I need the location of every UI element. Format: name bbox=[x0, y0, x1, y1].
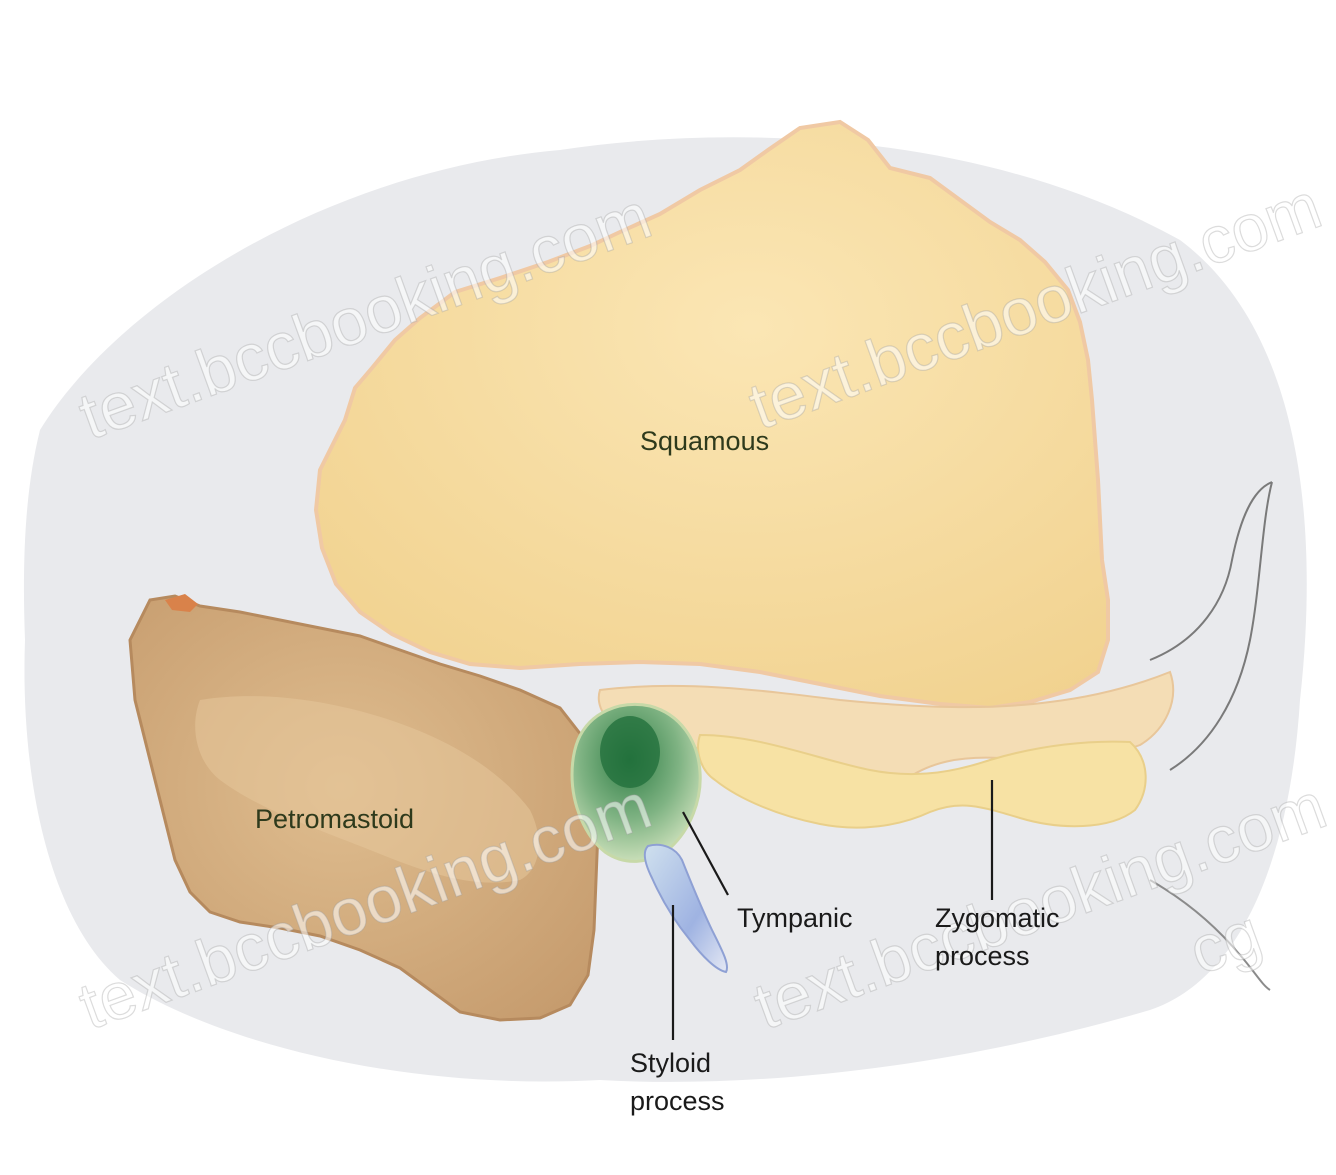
zygomatic-label-line2: process bbox=[935, 941, 1030, 971]
squamous-label: Squamous bbox=[640, 426, 769, 456]
petromastoid-label: Petromastoid bbox=[255, 804, 414, 834]
styloid-label-line1: Styloid bbox=[630, 1048, 711, 1078]
styloid-label-line2: process bbox=[630, 1086, 725, 1116]
zygomatic-label-line1: Zygomatic bbox=[935, 903, 1060, 933]
tympanic-label: Tympanic bbox=[737, 903, 853, 933]
